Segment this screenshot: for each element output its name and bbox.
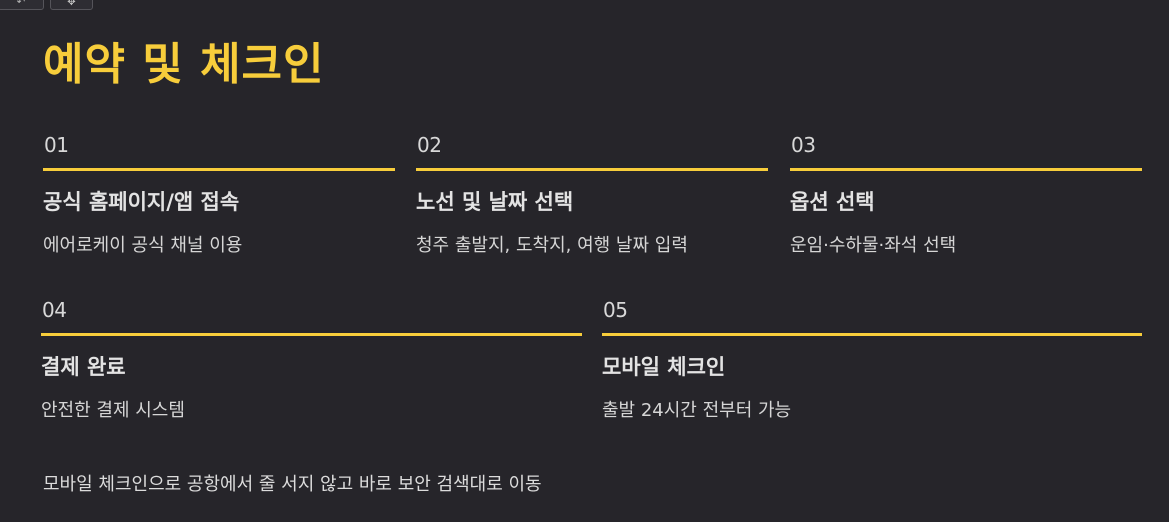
step-3: 03 옵션 선택 운임·수하물·좌석 선택 [790,133,1142,257]
step-description: 에어로케이 공식 채널 이용 [43,235,243,256]
step-number: 04 [42,298,67,322]
step-description: 운임·수하물·좌석 선택 [790,235,957,256]
step-number: 01 [44,133,69,157]
step-2: 02 노선 및 날짜 선택 청주 출발지, 도착지, 여행 날짜 입력 [416,133,768,257]
step-description: 안전한 결제 시스템 [41,400,185,421]
step-number: 05 [603,298,628,322]
move-icon: ✥ [67,0,76,8]
step-number: 03 [791,133,816,157]
step-description: 출발 24시간 전부터 가능 [602,400,792,421]
step-divider [602,333,1142,336]
step-divider [41,333,582,336]
step-heading: 공식 홈페이지/앱 접속 [43,190,240,214]
step-divider [416,168,768,171]
step-divider [43,168,395,171]
step-heading: 노선 및 날짜 선택 [416,190,574,214]
footer-note: 모바일 체크인으로 공항에서 줄 서지 않고 바로 보안 검색대로 이동 [43,474,542,495]
undo-icon: ↶ [16,0,26,8]
undo-button[interactable]: ↶ [0,0,44,10]
move-button[interactable]: ✥ [50,0,93,10]
page-title: 예약 및 체크인 [43,39,325,90]
step-number: 02 [417,133,442,157]
step-heading: 모바일 체크인 [602,355,726,379]
step-1: 01 공식 홈페이지/앱 접속 에어로케이 공식 채널 이용 [43,133,395,257]
step-heading: 옵션 선택 [790,190,875,214]
step-5: 05 모바일 체크인 출발 24시간 전부터 가능 [602,298,1142,422]
step-divider [790,168,1142,171]
step-4: 04 결제 완료 안전한 결제 시스템 [41,298,582,422]
step-description: 청주 출발지, 도착지, 여행 날짜 입력 [416,235,688,256]
step-heading: 결제 완료 [41,355,126,379]
